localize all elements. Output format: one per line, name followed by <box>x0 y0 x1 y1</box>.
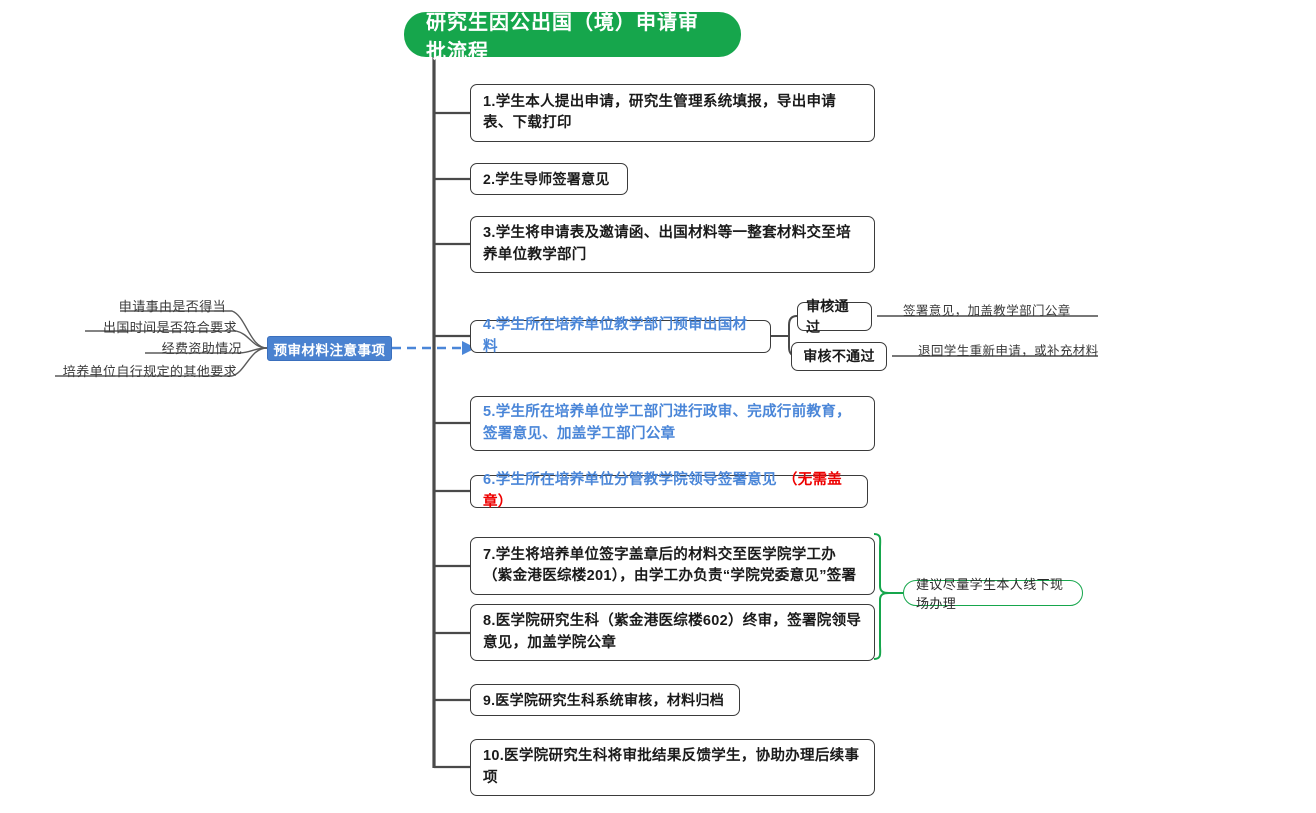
green-brace <box>873 533 890 660</box>
attention-box[interactable]: 预审材料注意事项 <box>267 336 392 361</box>
review-outcome-fail-note: 退回学生重新申请，或补充材料 <box>918 344 1099 358</box>
step-10-label: 10.医学院研究生科将审批结果反馈学生，协助办理后续事项 <box>483 748 860 786</box>
step-5-label: 5.学生所在培养单位学工部门进行政审、完成行前教育，签署意见、加盖学工部门公章 <box>483 404 851 442</box>
step-6-text: 6.学生所在培养单位分管教学院领导签署意见 <box>483 472 777 489</box>
review-outcome-pass-label: 审核通过 <box>806 298 849 335</box>
step-2-label: 2.学生导师签署意见 <box>483 170 610 187</box>
attention-box-label: 预审材料注意事项 <box>273 342 386 358</box>
review-outcome-pass-note: 签署意见，加盖教学部门公章 <box>903 304 1071 318</box>
step-9-label: 9.医学院研究生科系统审核，材料归档 <box>483 691 725 708</box>
step-node-8[interactable]: 8.医学院研究生科（紫金港医综楼602）终审，签署院领导意见，加盖学院公章 <box>470 604 875 661</box>
review-outcome-fail[interactable]: 审核不通过 <box>791 342 887 371</box>
step-node-10[interactable]: 10.医学院研究生科将审批结果反馈学生，协助办理后续事项 <box>470 739 875 796</box>
page-title: 研究生因公出国（境）申请审批流程 <box>426 11 699 63</box>
attention-item-4: 培养单位自行规定的其他要求 <box>62 364 237 379</box>
step-7-label: 7.学生将培养单位签字盖章后的材料交至医学院学工办（紫金港医综楼201），由学工… <box>483 546 857 584</box>
step-node-7[interactable]: 7.学生将培养单位签字盖章后的材料交至医学院学工办（紫金港医综楼201），由学工… <box>470 537 875 595</box>
step-node-5[interactable]: 5.学生所在培养单位学工部门进行政审、完成行前教育，签署意见、加盖学工部门公章 <box>470 396 875 451</box>
attention-item-1: 申请事由是否得当 <box>118 299 226 314</box>
step-6-label: 6.学生所在培养单位分管教学院领导签署意见（无需盖章） <box>483 470 855 512</box>
root-title-node[interactable]: 研究生因公出国（境）申请审批流程 <box>404 12 741 63</box>
step-8-label: 8.医学院研究生科（紫金港医综楼602）终审，签署院领导意见，加盖学院公章 <box>483 613 862 651</box>
step-node-6[interactable]: 6.学生所在培养单位分管教学院领导签署意见（无需盖章） <box>470 472 868 510</box>
step-node-9[interactable]: 9.医学院研究生科系统审核，材料归档 <box>470 684 740 716</box>
step-node-2[interactable]: 2.学生导师签署意见 <box>470 163 628 195</box>
step-4-label: 4.学生所在培养单位教学部门预审出国材料 <box>483 317 748 355</box>
step-node-4[interactable]: 4.学生所在培养单位教学部门预审出国材料 <box>470 317 771 355</box>
attention-item-3: 经费资助情况 <box>161 341 242 356</box>
step-node-1[interactable]: 1.学生本人提出申请，研究生管理系统填报，导出申请表、下载打印 <box>470 84 875 142</box>
review-outcome-fail-label: 审核不通过 <box>803 348 875 365</box>
step-1-label: 1.学生本人提出申请，研究生管理系统填报，导出申请表、下载打印 <box>483 93 837 131</box>
offline-processing-note-label: 建议尽量学生本人线下现场办理 <box>916 577 1064 611</box>
step-3-label: 3.学生将申请表及邀请函、出国材料等一整套材料交至培养单位教学部门 <box>483 225 851 263</box>
review-outcome-pass[interactable]: 审核通过 <box>797 298 872 335</box>
step-6-red-note: （无需盖章） <box>483 472 843 510</box>
attention-item-2: 出国时间是否符合要求 <box>102 320 237 335</box>
offline-processing-note[interactable]: 建议尽量学生本人线下现场办理 <box>903 577 1083 611</box>
step-node-3[interactable]: 3.学生将申请表及邀请函、出国材料等一整套材料交至培养单位教学部门 <box>470 216 875 273</box>
